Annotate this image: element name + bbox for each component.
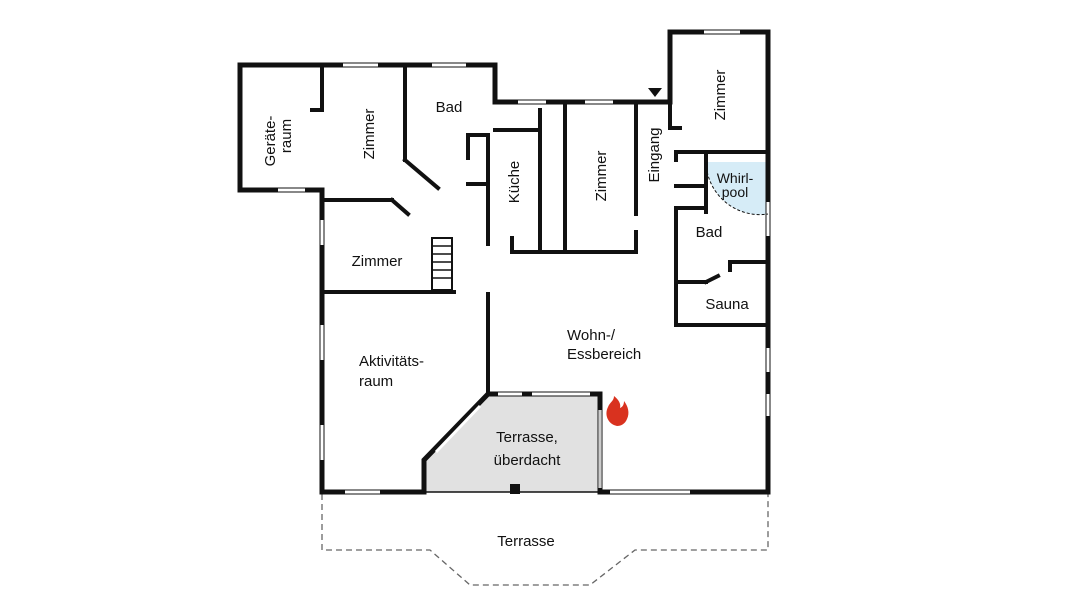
label-sauna: Sauna [705,296,749,313]
stairs-icon [431,237,453,291]
label-zimmer-top-left: Zimmer [361,109,378,160]
label-kueche: Küche [506,161,523,204]
label-aktivitaet-2: raum [359,373,393,390]
label-aktivitaet-1: Aktivitäts- [359,353,424,370]
label-eingang: Eingang [646,127,663,182]
label-geraeteraum-2: raum [278,119,295,153]
whirlpool-fill [706,162,768,215]
interior-walls [310,63,770,396]
label-whirlpool-1: Whirl- [717,170,754,186]
label-geraeteraum-1: Geräte- [262,116,279,167]
support-post [510,484,520,494]
outer-terrace-outline [321,494,769,586]
entrance-arrow-icon [648,88,662,97]
whirlpool-arc [705,161,769,216]
flame-icon [606,396,629,426]
label-wohn-1: Wohn-/ [567,327,616,344]
label-whirlpool-2: pool [722,184,748,200]
label-bad-right: Bad [696,224,723,241]
label-wohn-2: Essbereich [567,346,641,363]
label-bad-top: Bad [436,99,463,116]
label-terrasse-ueberdacht-2: überdacht [494,452,562,469]
label-terrasse: Terrasse [497,533,555,550]
windows [278,30,770,494]
label-zimmer-top-right: Zimmer [712,70,729,121]
label-zimmer-left: Zimmer [352,253,403,270]
label-zimmer-middle: Zimmer [593,151,610,202]
label-terrasse-ueberdacht-1: Terrasse, [496,429,558,446]
